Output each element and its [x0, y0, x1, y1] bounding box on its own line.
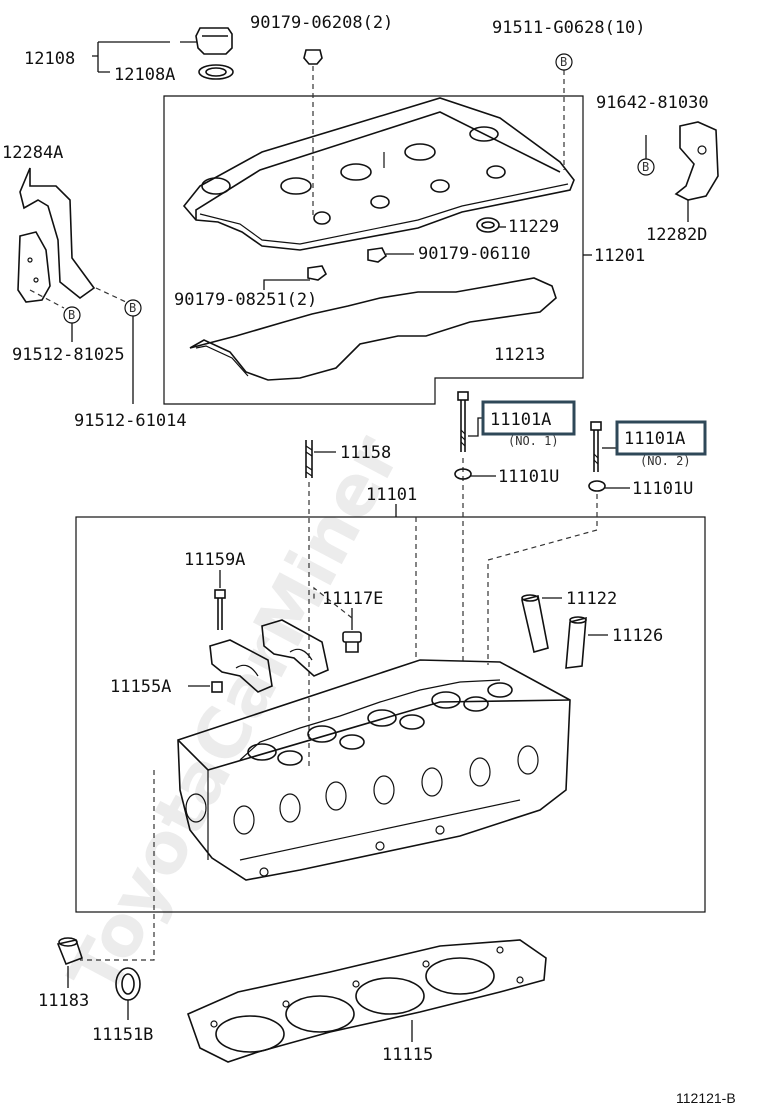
label-11159a[interactable]: 11159A	[184, 550, 245, 570]
valve-guide-11126[interactable]	[565, 616, 587, 669]
label-91642-81030[interactable]: 91642-81030	[596, 93, 709, 113]
label-11122[interactable]: 11122	[566, 589, 617, 609]
bolt-callout-b-1: B	[555, 53, 573, 170]
label-12108a[interactable]: 12108A	[114, 65, 175, 85]
label-11155a[interactable]: 11155A	[110, 677, 171, 697]
highlight-11101a-no2	[615, 420, 707, 456]
bolt-callout-b-4: B	[124, 299, 142, 317]
bolt-callout-b-3: B	[63, 306, 81, 324]
plug-11117e[interactable]	[342, 631, 362, 653]
svg-text:B: B	[642, 160, 649, 174]
svg-text:B: B	[68, 308, 75, 322]
washer-11101u-1[interactable]	[454, 468, 472, 480]
label-90179-06208[interactable]: 90179-06208(2)	[250, 13, 393, 33]
label-11101u-1[interactable]: 11101U	[498, 467, 559, 487]
label-11229[interactable]: 11229	[508, 217, 559, 237]
label-11213[interactable]: 11213	[494, 345, 545, 365]
svg-text:B: B	[129, 301, 136, 315]
label-11158[interactable]: 11158	[340, 443, 391, 463]
washer-11101u-2[interactable]	[588, 480, 606, 492]
bolt-11159a[interactable]	[214, 589, 226, 630]
cylinder-head-cover-gasket[interactable]	[189, 277, 557, 381]
figure-code: 112121-B	[676, 1090, 736, 1106]
label-91512-61014[interactable]: 91512-61014	[74, 411, 187, 431]
valve-cover-box	[163, 95, 584, 405]
head-bolt-no1[interactable]	[457, 391, 469, 452]
oil-filler-cap-gasket[interactable]	[198, 64, 234, 80]
label-11183[interactable]: 11183	[38, 991, 89, 1011]
label-11101a-no2-sub: (NO. 2)	[640, 454, 691, 468]
label-90179-08251[interactable]: 90179-08251(2)	[174, 290, 317, 310]
svg-text:B: B	[560, 55, 567, 69]
cylinder-head-cover[interactable]	[182, 97, 575, 251]
highlight-11101a-no1	[481, 400, 576, 436]
label-11201[interactable]: 11201	[594, 246, 645, 266]
seal-ring-11229[interactable]	[476, 217, 500, 233]
camshaft-bearing-cap-1[interactable]	[209, 639, 273, 693]
cylinder-head[interactable]	[177, 659, 571, 881]
engine-hanger-12282d[interactable]	[674, 121, 719, 201]
pin-11155a[interactable]	[211, 681, 223, 693]
watermark: ToyotaCarMiner	[53, 422, 416, 1008]
bolt-callout-b-2: B	[637, 135, 655, 176]
label-12284a[interactable]: 12284A	[2, 143, 63, 163]
nut-90179-06110[interactable]	[367, 247, 388, 263]
label-11101[interactable]: 11101	[366, 485, 417, 505]
label-90179-06110[interactable]: 90179-06110	[418, 244, 531, 264]
label-91512-81025[interactable]: 91512-81025	[12, 345, 125, 365]
label-91511-g0628[interactable]: 91511-G0628(10)	[492, 18, 646, 38]
cylinder-head-box	[75, 516, 706, 913]
label-11101u-2[interactable]: 11101U	[632, 479, 693, 499]
oil-filler-cap[interactable]	[180, 27, 233, 55]
label-11151b[interactable]: 11151B	[92, 1025, 153, 1045]
cylinder-head-gasket[interactable]	[186, 939, 547, 1063]
valve-guide-11122[interactable]	[521, 594, 549, 654]
head-bolt-no2[interactable]	[590, 421, 602, 472]
plug-11183[interactable]	[56, 937, 84, 966]
camshaft-bearing-cap-2[interactable]	[261, 619, 329, 677]
label-11101a-no1-sub: (NO. 1)	[508, 434, 559, 448]
label-11115[interactable]: 11115	[382, 1045, 433, 1065]
nut-90179-08251[interactable]	[307, 265, 328, 281]
stud-11158[interactable]	[305, 440, 313, 478]
label-11126[interactable]: 11126	[612, 626, 663, 646]
label-12282d[interactable]: 12282D	[646, 225, 707, 245]
label-11117e[interactable]: 11117E	[322, 589, 383, 609]
nut-90179-06208[interactable]	[303, 49, 323, 65]
engine-hanger-12284a[interactable]	[17, 167, 96, 303]
label-11101a-no2[interactable]: 11101A	[624, 429, 685, 449]
label-12108[interactable]: 12108	[24, 49, 75, 69]
label-11101a-no1[interactable]: 11101A	[490, 410, 551, 430]
